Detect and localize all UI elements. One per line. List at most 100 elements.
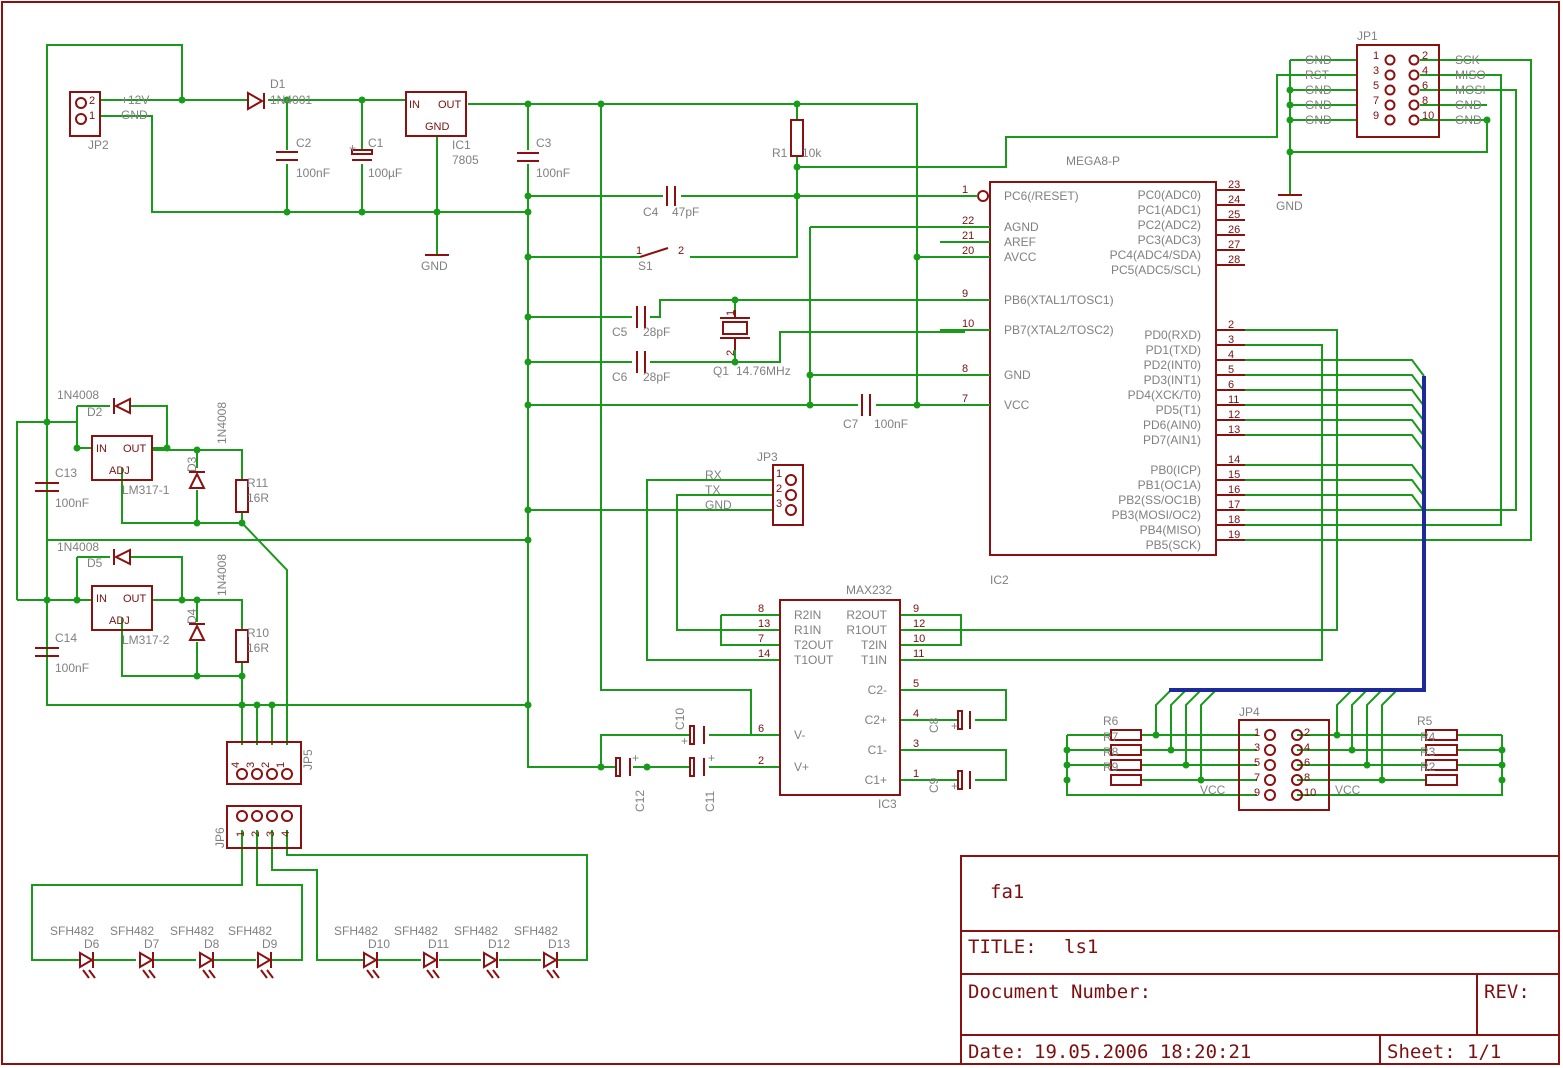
ic2-pin-number: 24 [1228,194,1240,206]
svg-text:1N4008: 1N4008 [57,388,99,402]
svg-text:D2: D2 [87,405,103,419]
ic2-pin-number: 18 [1228,514,1240,526]
jp1-signal-right: MOSI [1455,83,1486,97]
svg-text:R8: R8 [1103,745,1119,759]
svg-text:100nF: 100nF [55,496,89,510]
ic2-pin-name: VCC [1004,398,1030,412]
ic2-pin-name: PC5(ADC5/SCL) [1111,263,1201,277]
ic3-pin-number: 14 [758,648,770,660]
svg-text:100nF: 100nF [296,166,330,180]
diode-d5: 1N4008 D5 [57,540,131,570]
ic2-pin-name: PD4(XCK/T0) [1128,388,1201,402]
svg-text:100nF: 100nF [536,166,570,180]
jp1-pin [1384,84,1396,96]
ic2-pin-name: PC1(ADC1) [1138,203,1201,217]
svg-text:1: 1 [725,310,737,316]
jp4-pin [1264,759,1276,771]
jp4-pin-number: 1 [1254,727,1260,739]
ic3-pin-number: 9 [913,603,919,615]
svg-text:C9: C9 [927,777,941,793]
svg-text:+12V: +12V [121,93,149,107]
capacitor-c14: C14 100nF [35,631,89,675]
jp4-pin-number: 7 [1254,772,1260,784]
svg-text:+: + [708,751,715,765]
ic2-pin-name: GND [1004,368,1031,382]
junctions [43,86,1506,784]
led-ref: D6 [84,937,100,951]
ic3-pin-name: V- [794,728,805,742]
switch-s1: 1 2 S1 [636,245,684,273]
capacitor-c12: + C12 [615,751,647,812]
ic2-pin-name: PB2(SS/OC1B) [1118,493,1201,507]
svg-text:3: 3 [776,498,782,510]
svg-text:OUT: OUT [123,593,147,605]
ic2-pin-number: 28 [1228,254,1240,266]
ic2-pin-number: 5 [1228,364,1234,376]
ic2-pin-name: PB3(MOSI/OC2) [1112,508,1201,522]
svg-text:2: 2 [250,831,262,837]
svg-text:7805: 7805 [452,153,479,167]
svg-text:Q1: Q1 [713,364,729,378]
led-ref: D10 [368,937,390,951]
svg-text:IN: IN [409,99,420,111]
ic3-pin-name: T2IN [861,638,887,652]
svg-text:GND: GND [425,121,450,133]
ic2-pin-name: AGND [1004,220,1039,234]
svg-text:R3: R3 [1420,745,1436,759]
jp1-pin-number: 1 [1373,50,1379,62]
led-ref: D13 [548,937,570,951]
svg-text:R2: R2 [1420,760,1436,774]
ic3-pin-name: C2- [868,683,887,697]
ic2-pin-number: 10 [962,318,974,330]
ic2-pin-number: 14 [1228,454,1240,466]
svg-text:C8: C8 [927,717,941,733]
ic3-pin-name: R2OUT [846,608,887,622]
svg-text:+: + [951,719,958,733]
ic2-pin-name: PB4(MISO) [1140,523,1201,537]
capacitor-c1: + C1 100µF [349,136,402,180]
ic2-pin-number: 21 [962,230,974,242]
led-ref: D11 [428,937,449,951]
svg-text:IC2: IC2 [990,573,1009,587]
jp1-pin-number: 2 [1422,50,1428,62]
svg-text:R6: R6 [1103,714,1119,728]
svg-text:2: 2 [725,350,737,356]
ic2-pin-name: PC6(/RESET) [1004,189,1079,203]
svg-text:IC1: IC1 [452,138,471,152]
title-label: TITLE: [968,936,1037,958]
svg-text:2: 2 [678,245,684,257]
svg-text:JP6: JP6 [213,827,227,848]
led-type: SFH482 [334,924,378,938]
svg-text:IN: IN [96,443,107,455]
svg-text:D1: D1 [270,77,286,91]
svg-text:ADJ: ADJ [109,465,130,477]
ic2-pin-name: AVCC [1004,250,1037,264]
title-value: ls1 [1064,936,1098,958]
data-bus [1169,376,1426,692]
resistor-r10: R10 16R [235,626,269,663]
ic3-pin-name: T2OUT [794,638,834,652]
svg-text:1N4001: 1N4001 [270,93,312,107]
ic2-pin-name: PD5(T1) [1156,403,1201,417]
svg-text:4: 4 [230,762,242,768]
jp1-signal-left: GND [1305,113,1332,127]
ic3-pin-name: R1OUT [846,623,887,637]
jp1-signal-right: GND [1455,98,1482,112]
jp1-pin [1384,69,1396,81]
resistor-bank-right: R5 R4 R3 R2 [1417,714,1458,786]
ic2-pin-name: PD0(RXD) [1144,328,1201,342]
gnd-symbol-1: GND [421,254,449,273]
jp4-pin [1291,774,1303,786]
led-ref: D9 [262,937,278,951]
svg-text:10k: 10k [802,146,822,160]
svg-text:14.76MHz: 14.76MHz [736,364,791,378]
svg-text:R7: R7 [1103,730,1119,744]
ic2-pin-number: 22 [962,215,974,227]
ic2-pin-number: 26 [1228,224,1240,236]
ic3-pin-number: 7 [758,633,764,645]
jp4-pin [1264,744,1276,756]
svg-text:R4: R4 [1420,730,1436,744]
